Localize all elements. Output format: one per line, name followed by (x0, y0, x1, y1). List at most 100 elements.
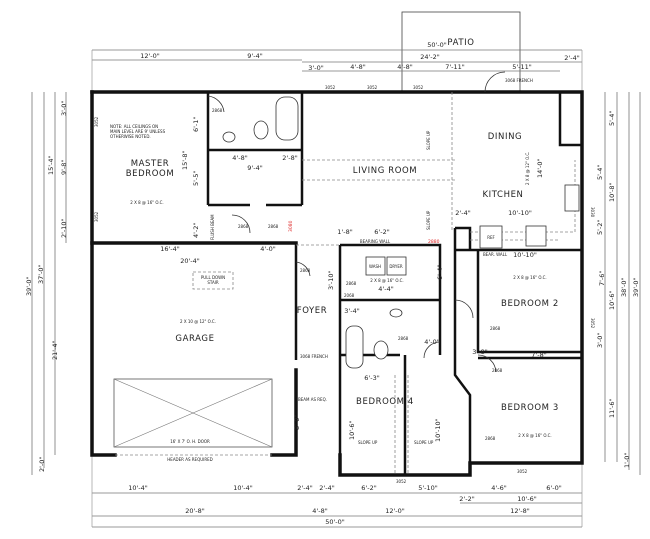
beam-as-req-note: BEAM AS REQ. (298, 397, 327, 402)
svg-text:3'-8": 3'-8" (472, 348, 487, 356)
svg-text:3068 FRENCH: 3068 FRENCH (300, 354, 328, 359)
svg-text:15'-8": 15'-8" (181, 150, 189, 170)
svg-text:3030: 3030 (590, 207, 595, 218)
svg-text:3052: 3052 (94, 211, 99, 222)
svg-text:4'-4": 4'-4" (378, 285, 393, 293)
svg-text:12'-8": 12'-8" (510, 507, 530, 515)
bedroom-2-label: BEDROOM 2 (501, 299, 559, 309)
flush-beam-note: FLUSH BEAM (210, 214, 215, 240)
svg-text:9'-4": 9'-4" (247, 164, 262, 172)
svg-text:4'-2": 4'-2" (192, 223, 200, 238)
svg-text:16'-4": 16'-4" (160, 245, 180, 253)
hall-sink (389, 308, 403, 318)
dining-label: DINING (488, 132, 522, 142)
svg-text:5'-4": 5'-4" (608, 111, 616, 126)
svg-text:3052: 3052 (413, 85, 424, 90)
svg-text:2'-4": 2'-4" (455, 209, 470, 217)
bedroom-3-label: BEDROOM 3 (501, 403, 559, 413)
svg-text:4'-8": 4'-8" (312, 507, 327, 515)
svg-text:10'-8": 10'-8" (608, 182, 616, 202)
svg-text:3052: 3052 (396, 479, 407, 484)
kitchen-label: KITCHEN (482, 190, 523, 200)
pull-down-stair: PULL DOWN (201, 275, 225, 280)
svg-text:7'-11": 7'-11" (445, 63, 465, 71)
door-swings (207, 71, 506, 373)
dryer-label: DRYER (389, 264, 403, 269)
svg-text:3052: 3052 (367, 85, 378, 90)
svg-text:1'-0": 1'-0" (623, 453, 631, 468)
ceiling-note-3: OTHERWISE NOTED. (110, 134, 151, 139)
svg-text:3'-0": 3'-0" (60, 101, 68, 116)
master-toilet (253, 120, 269, 140)
svg-text:2'-4": 2'-4" (564, 54, 579, 62)
svg-text:6'-2": 6'-2" (374, 228, 389, 236)
svg-text:3052: 3052 (590, 318, 595, 329)
svg-text:6'-4": 6'-4" (436, 265, 444, 280)
svg-text:37'-0": 37'-0" (37, 264, 45, 284)
svg-text:10'-4": 10'-4" (128, 484, 148, 492)
svg-text:2868: 2868 (212, 108, 223, 113)
svg-text:6'-1": 6'-1" (192, 117, 200, 132)
garage-door-label: 16' X 7' O. H. DOOR (170, 439, 210, 444)
dimensions-left: 3'-0" 15'-4" 9'-8" 2'-10" 39'-0" 37'-0" … (25, 101, 68, 472)
svg-text:2'-4": 2'-4" (319, 484, 334, 492)
svg-text:21'-4": 21'-4" (51, 340, 59, 360)
slope-up-3: SLOPE UP (358, 440, 378, 445)
door-tags: 2868 2868 2868 2868 2868 2868 2868 2868 … (212, 78, 533, 441)
svg-text:2868: 2868 (398, 336, 409, 341)
svg-text:2868: 2868 (268, 224, 279, 229)
joist-bedroom-2: 2 X 8 @ 16" O.C. (513, 275, 546, 280)
svg-text:3'-0": 3'-0" (596, 333, 604, 348)
dryer (386, 256, 407, 276)
svg-text:5'-10": 5'-10" (418, 484, 438, 492)
header-note: HEADER AS REQUIRED (167, 457, 212, 462)
patio-outline (401, 11, 521, 93)
joist-bedroom-3: 2 X 8 @ 16" O.C. (518, 433, 551, 438)
svg-text:38'-0": 38'-0" (620, 277, 628, 297)
svg-text:2'-0": 2'-0" (38, 457, 46, 472)
range (525, 225, 547, 247)
hall-toilet (373, 340, 389, 360)
svg-text:5'-11": 5'-11" (512, 63, 532, 71)
dimension-lines (31, 49, 641, 528)
svg-text:15'-4": 15'-4" (47, 155, 55, 175)
svg-text:6'-3": 6'-3" (364, 374, 379, 382)
svg-text:3052: 3052 (325, 85, 336, 90)
dimensions-top: 50'-0" 12'-0" 9'-4" 24'-2" 2'-4" 3'-0" 4… (140, 41, 579, 72)
svg-text:5'-5": 5'-5" (192, 171, 200, 186)
svg-text:10'-4": 10'-4" (233, 484, 253, 492)
svg-text:4'-8": 4'-8" (397, 63, 412, 71)
ceiling-note-2: MAIN LEVEL ARE 9' UNLESS (110, 129, 166, 134)
joist-laundry: 2 X 8 @ 16" O.C. (370, 278, 403, 283)
slope-up-1: SLOPE UP (426, 130, 431, 150)
garage-door (113, 378, 273, 448)
svg-text:3'-4": 3'-4" (344, 307, 359, 315)
kitchen-sink (564, 184, 580, 212)
svg-text:20'-4": 20'-4" (180, 257, 200, 265)
svg-text:2868: 2868 (485, 436, 496, 441)
svg-text:5'-2": 5'-2" (596, 220, 604, 235)
svg-text:10'-10": 10'-10" (513, 251, 537, 259)
dimensions-interior: 16'-4" 20'-4" 4'-0" 4'-8" 2'-8" 9'-4" 15… (160, 117, 546, 442)
bear-wall-note: BEAR. WALL (483, 252, 508, 257)
slope-up-2: SLOPE UP (426, 210, 431, 230)
opening-2880: 2880 (428, 239, 440, 245)
svg-text:8'-0": 8'-0" (293, 415, 301, 430)
svg-text:10'-6": 10'-6" (517, 495, 537, 503)
joist-garage: 2 X 10 @ 12" O.C. (180, 319, 216, 324)
svg-text:6'-2": 6'-2" (361, 484, 376, 492)
opening-3080: 3080 (288, 220, 294, 232)
svg-text:24'-2": 24'-2" (420, 53, 440, 61)
dimensions-bottom: 10'-4" 10'-4" 2'-4" 2'-4" 6'-2" 5'-10" 4… (128, 484, 561, 526)
svg-text:10'-10": 10'-10" (434, 418, 442, 442)
svg-text:1'-8": 1'-8" (337, 228, 352, 236)
svg-text:2'-8": 2'-8" (282, 154, 297, 162)
master-bathtub (275, 96, 299, 141)
svg-text:5'-4": 5'-4" (596, 165, 604, 180)
svg-text:3068 FRENCH: 3068 FRENCH (505, 78, 533, 83)
svg-text:6'-0": 6'-0" (546, 484, 561, 492)
master-sink (222, 131, 236, 143)
svg-text:39'-0": 39'-0" (25, 276, 33, 296)
refrigerator (479, 225, 503, 249)
